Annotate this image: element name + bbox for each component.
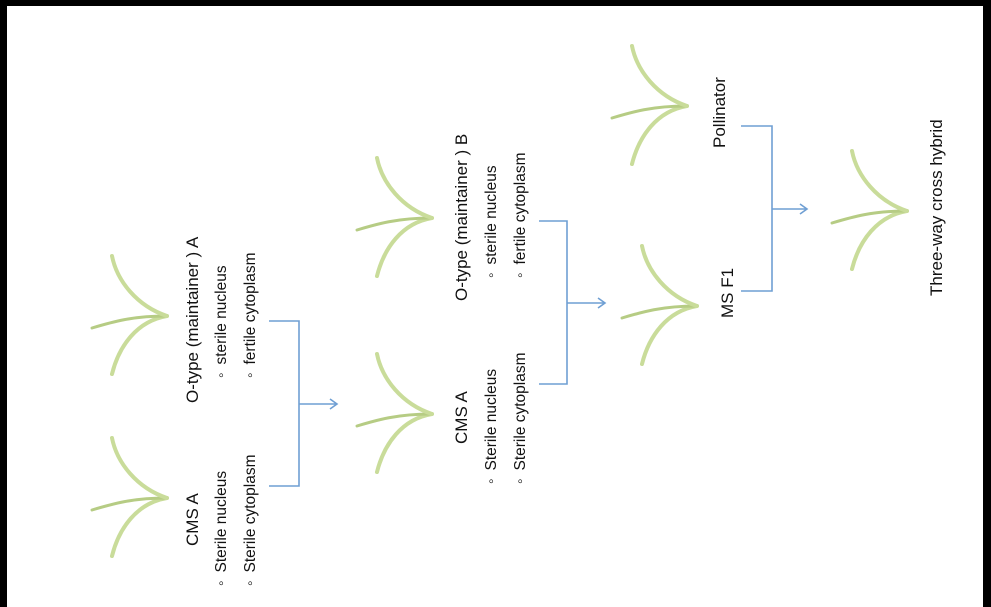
maintainer-b-trait-1: ◦sterile nucleus [483,165,500,278]
cms-a-2-trait-1: ◦Sterile nucleus [483,369,500,484]
maintainer-b-trait-2: ◦fertile cytoplasm [512,153,529,278]
plant-icon-cms-a-2 [355,352,434,474]
maintainer-a-trait-1: ◦sterile nucleus [213,265,230,378]
plant-icon-pollinator [610,44,689,166]
ms-f1-label: MS F1 [718,268,737,318]
pollinator-label: Pollinator [710,77,729,148]
cms-a-2-trait-2: ◦Sterile cytoplasm [512,352,529,484]
cms-a-1-label: CMS A [183,492,202,546]
cross-1-bracket [269,320,339,487]
plant-icon-three-way-hybrid [830,149,909,271]
three-way-hybrid-label: Three-way cross hybrid [927,119,946,296]
plant-icon-ms-f1 [620,244,699,366]
plant-icon-cms-a-1 [90,436,169,558]
cms-a-2-label: CMS A [452,390,471,444]
cross-2-bracket [539,220,607,385]
cross-3-bracket [741,125,809,292]
maintainer-b-label: O-type (maintainer ) B [452,134,471,301]
plant-icon-maintainer-a [90,254,169,376]
three-way-cross-diagram: CMS A ◦Sterile nucleus ◦Sterile cytoplas… [90,44,946,586]
cms-a-1-trait-2: ◦Sterile cytoplasm [242,454,259,586]
maintainer-a-trait-2: ◦fertile cytoplasm [242,253,259,378]
cms-a-1-trait-1: ◦Sterile nucleus [213,471,230,586]
plant-icon-maintainer-b [355,156,434,278]
maintainer-a-label: O-type (maintainer ) A [183,236,202,403]
